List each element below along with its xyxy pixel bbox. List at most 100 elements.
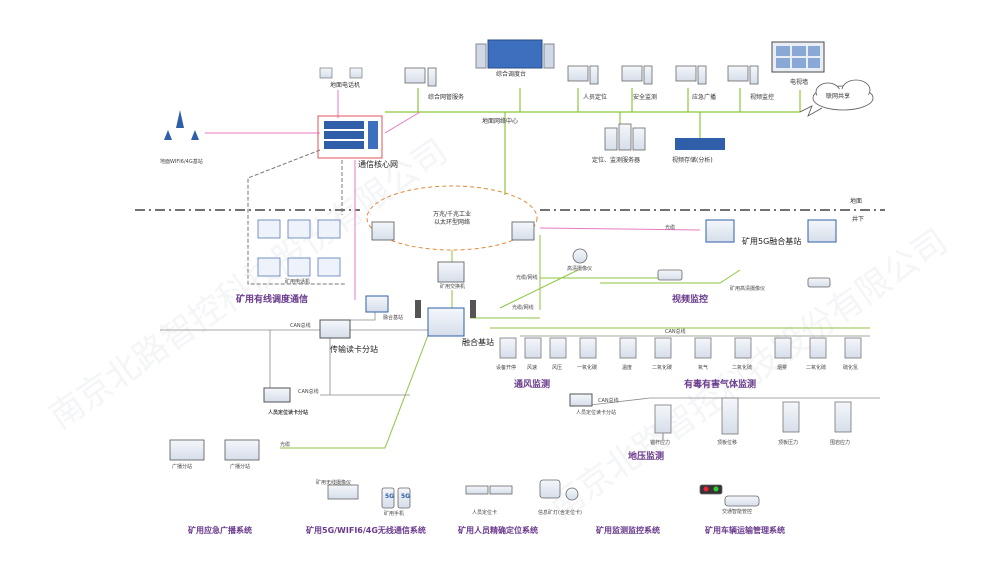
dispatch-desk-icon (475, 39, 555, 69)
ground-phone-label: 地面电话机 (330, 82, 361, 89)
person-reader-icon-2 (569, 393, 593, 407)
person-reader-label-2: 人员定位读卡分站 (576, 410, 617, 416)
core-network-frame (317, 115, 383, 159)
switch-label: 矿用交换机 (440, 284, 466, 290)
broadcast-sub-label-1: 广播分站 (172, 464, 193, 470)
server-icons (604, 123, 646, 151)
sensor-label-4: 温度 (622, 365, 633, 371)
person-reader-label: 人员定位读卡分站 (268, 410, 309, 416)
antenna-icon (164, 110, 199, 140)
sensor-label-10: 硫化氢 (843, 365, 859, 371)
fusion-5g-icons (705, 219, 837, 243)
mine-phone-grid (257, 219, 341, 277)
cloud-share-label: 联网共享 (826, 93, 851, 100)
fiber-label-3: 光缆/网线 (512, 305, 534, 311)
sensor-label-5: 二氧化碳 (652, 365, 673, 371)
watermark-text-2: 南京北路智控科技股份有限公司 (542, 222, 955, 528)
emergency-broadcast-label: 应急广播 (692, 94, 717, 101)
sensor-label-7: 二氧化硫 (732, 365, 753, 371)
pressure-label-0: 锚杆应力 (650, 440, 671, 446)
sys-monitoring-title: 矿用监测监控系统 (596, 526, 660, 535)
gray-underground-links (160, 310, 880, 406)
ground-phone-icons (319, 67, 363, 79)
camera-icons (572, 248, 831, 288)
transmission-reader-icon (319, 319, 351, 339)
ring-network-label: 万兆/千兆工业 以太环型网络 (432, 211, 472, 226)
sensor-label-9: 二氧化硫 (806, 365, 827, 371)
surface-bus (385, 88, 801, 195)
sys-transport-title: 矿用车辆运输管理系统 (705, 526, 785, 535)
fusion-station-label: 融合基站 (462, 338, 494, 347)
sys-broadcast-title: 矿用应急广播系统 (188, 526, 252, 535)
ground-pressure-title: 地压监测 (628, 452, 665, 462)
tv-wall-icon (771, 41, 825, 73)
fusion-station-small-label: 融合基站 (383, 315, 404, 321)
core-network-icon (324, 121, 378, 149)
phone-glyph-1: 5G (385, 493, 395, 500)
mgmt-service-label: 综合网管服务 (428, 94, 465, 101)
sensor-label-2: 风压 (552, 365, 563, 371)
ground-station-label: 地面WIFI6/4G基站 (160, 159, 203, 165)
broadcast-sub-label-2: 广播分站 (230, 464, 251, 470)
broadcast-sub-icons (169, 439, 260, 461)
gray-links (247, 149, 345, 285)
safety-monitoring-label: 安全监测 (633, 94, 658, 101)
tv-wall-label: 电视墙 (790, 79, 809, 86)
wired-dispatch-title: 矿用有线调度通信 (236, 295, 309, 305)
network-center-label: 地面网络中心 (482, 118, 519, 125)
ring-switch-icons (371, 221, 535, 283)
device-phone-label: 矿用手机 (384, 511, 405, 517)
mine-phone-label: 矿用电话机 (285, 279, 311, 285)
transmission-reader-label: 传输读卡分站 (330, 345, 378, 354)
can-label-1: CAN总线 (290, 323, 311, 329)
core-network-label: 通信核心网 (358, 160, 398, 169)
fiber-label-1: 光缆 (665, 225, 676, 231)
sensor-label-6: 氧气 (698, 365, 709, 371)
sys-wireless-title: 矿用5G/WIFI6/4G无线通信系统 (306, 526, 426, 535)
phone-glyph-2: 5G (401, 493, 411, 500)
video-storage-label: 视频存储(分析) (672, 157, 713, 164)
device-lamp-label: 信息矿灯(含定位卡) (538, 510, 582, 516)
dispatch-desk-label: 综合调度台 (496, 71, 527, 78)
pc-icons (404, 65, 759, 87)
video-storage-icon (675, 138, 725, 150)
device-card-label: 人员定位卡 (472, 510, 498, 516)
pressure-label-2: 顶板压力 (778, 440, 799, 446)
device-camera-label: 矿用无线摄像仪 (316, 480, 352, 486)
sensor-icons (499, 337, 862, 359)
can-label-4: CAN总线 (598, 398, 619, 404)
ring-network-ellipse (366, 185, 538, 251)
pressure-label-1: 顶板位移 (717, 440, 738, 446)
video-monitor-title: 视频监控 (672, 295, 709, 305)
sensor-label-1: 风速 (527, 365, 538, 371)
fusion-station-icon (365, 295, 476, 337)
fusion-5g-label: 矿用5G融合基站 (742, 237, 802, 246)
person-reader-icon (263, 387, 291, 403)
pos-server-label: 定位、监测服务器 (592, 157, 641, 164)
cloud-link-zigzag (799, 105, 823, 117)
personnel-positioning-label: 人员定位 (583, 94, 608, 101)
bottom-device-icons (327, 479, 760, 509)
cloud-shape (812, 79, 874, 111)
underground-links (280, 235, 870, 449)
device-traffic-label: 交通智能管控 (722, 509, 753, 515)
pink-links (205, 90, 701, 300)
sensor-label-0: 设备开停 (496, 365, 517, 371)
sensor-label-8: 烟雾 (777, 365, 788, 371)
hd-camera-label-1: 高清摄像仪 (567, 266, 593, 272)
ventilation-title: 通风监测 (514, 380, 551, 390)
underground-label: 井下 (852, 216, 865, 223)
fiber-label-4: 光缆 (280, 442, 291, 448)
pressure-sensor-icons (654, 397, 852, 440)
ground-label: 地面 (850, 198, 863, 205)
can-label-3: CAN总线 (298, 389, 319, 395)
sensor-label-3: 一氧化碳 (577, 365, 598, 371)
video-monitoring-label: 视频监控 (750, 94, 775, 101)
can-label-2: CAN总线 (665, 329, 686, 335)
pressure-label-3: 围岩应力 (830, 440, 851, 446)
sys-positioning-title: 矿用人员精确定位系统 (458, 526, 538, 535)
fiber-label-2: 光缆/网线 (516, 275, 538, 281)
toxic-gas-title: 有毒有害气体监测 (684, 380, 757, 390)
hd-camera-label-2: 矿用高清摄像仪 (730, 286, 766, 292)
